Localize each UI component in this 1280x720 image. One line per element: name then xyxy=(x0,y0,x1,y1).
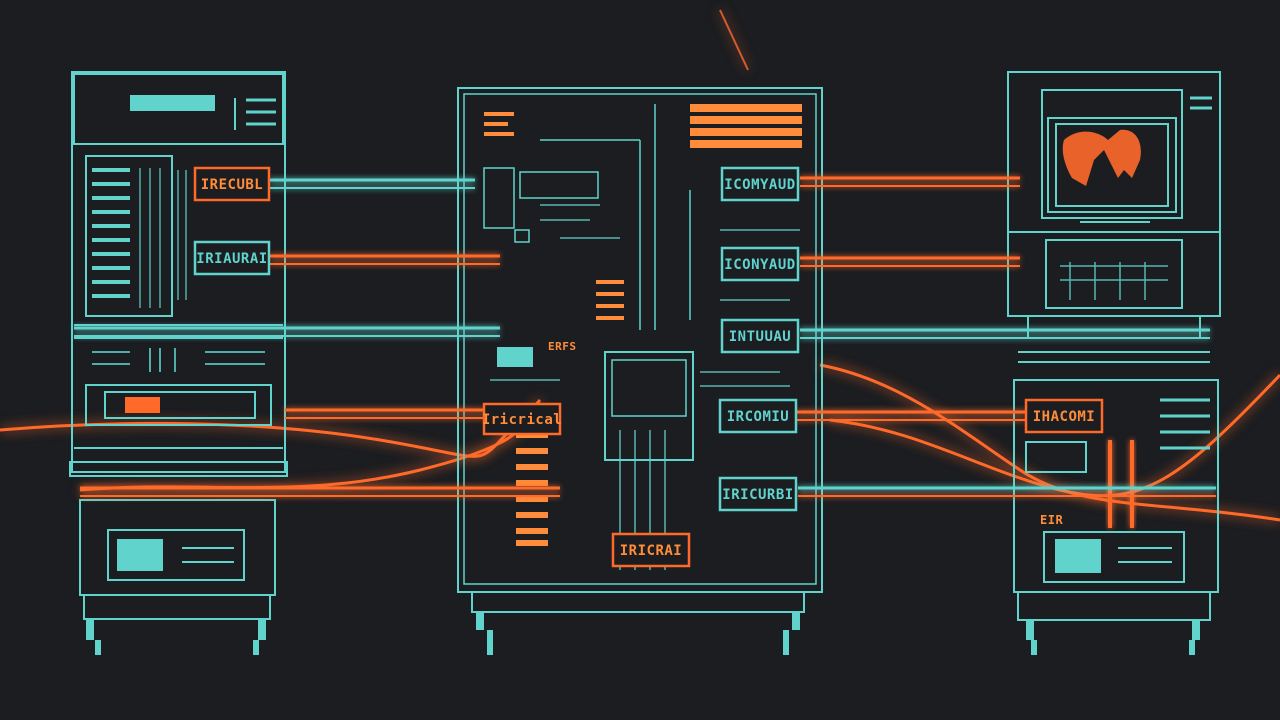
label-right: IHACOMI xyxy=(1024,398,1104,434)
label-center-r4: IRCOMIU xyxy=(718,398,798,434)
right-computer-terminal xyxy=(1007,71,1221,655)
label-left-top: IRECUBL xyxy=(193,166,271,202)
connecting-wires xyxy=(74,176,1216,497)
label-center-small: ERFS xyxy=(548,340,577,353)
center-control-cabinet xyxy=(457,87,823,655)
label-center-r2-text: ICONYAUD xyxy=(724,257,795,273)
label-center-r1-text: ICOMYAUD xyxy=(724,177,795,193)
label-center-r3: INTUUAU xyxy=(720,318,800,354)
label-center-bottom-text: IRICRAI xyxy=(620,543,683,559)
center-orange-details xyxy=(484,104,802,546)
label-left-top-text: IRECUBL xyxy=(201,177,264,193)
label-center-r1: ICOMYAUD xyxy=(720,166,800,202)
label-center-left: Iricrical xyxy=(482,402,562,436)
label-center-left-text: Iricrical xyxy=(482,412,562,428)
label-right-text: IHACOMI xyxy=(1033,409,1096,425)
label-center-bottom: IRICRAI xyxy=(611,532,691,568)
label-left-bottom-text: IRIAURAI xyxy=(196,251,267,267)
label-center-r4-text: IRCOMIU xyxy=(727,409,790,425)
left-orange-led xyxy=(125,397,160,413)
monitor-screen-graphic xyxy=(1062,129,1141,186)
label-center-r5-text: IRICURBI xyxy=(722,487,793,503)
label-left-bottom: IRIAURAI xyxy=(193,240,271,276)
left-server-rack xyxy=(69,71,288,655)
label-center-r2: ICONYAUD xyxy=(720,246,800,282)
label-right-small: EIR xyxy=(1040,513,1063,527)
label-center-r5: IRICURBI xyxy=(718,476,798,512)
label-center-r3-text: INTUUAU xyxy=(729,329,792,345)
